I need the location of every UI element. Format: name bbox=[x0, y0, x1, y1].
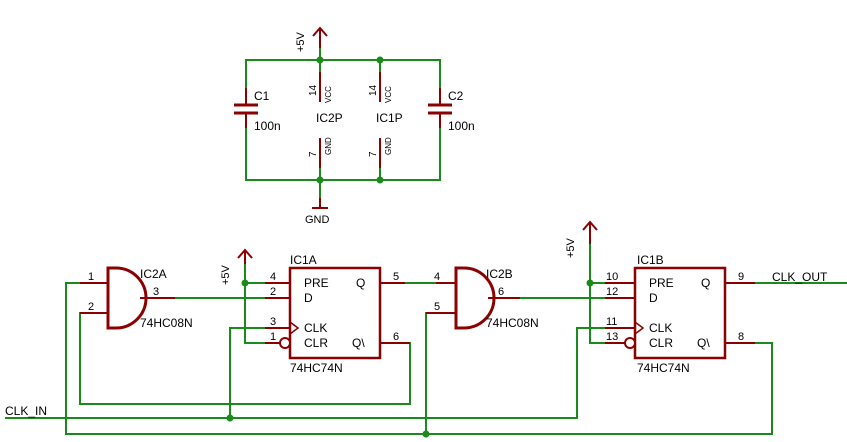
ic1a-clk-label: CLK bbox=[304, 321, 327, 335]
wires bbox=[5, 44, 847, 435]
junction-dot bbox=[241, 279, 249, 287]
ic1a-d-label: D bbox=[304, 291, 313, 305]
ic1p-vcc-name: VCC bbox=[384, 86, 393, 103]
ic2a-ref: IC2A bbox=[140, 267, 167, 281]
junction-dot bbox=[316, 56, 324, 64]
flip-flop-ic1a: IC1A 74HC74N PRE D CLK CLR Q Q\ 4 2 3 1 … bbox=[265, 253, 410, 375]
ic2p-power-part: 14 VCC IC2P 7 GND bbox=[308, 72, 343, 168]
ic1b-pin-qn: 8 bbox=[738, 331, 744, 343]
ic1p-gnd-name: GND bbox=[384, 137, 393, 155]
ic2b-pin-in2: 5 bbox=[434, 301, 440, 313]
ic1b-pre-label: PRE bbox=[649, 276, 674, 290]
clk-in-label: CLK_IN bbox=[5, 404, 47, 418]
ic1a-pin-qn: 6 bbox=[393, 331, 399, 343]
ic1a-clk-wire bbox=[229, 327, 265, 418]
ic2b-ref: IC2B bbox=[486, 267, 513, 281]
gnd-rail-wire bbox=[245, 128, 441, 181]
ic1p-gnd-pin: 7 bbox=[368, 151, 379, 157]
gnd-symbol: GND bbox=[305, 198, 330, 226]
junctions bbox=[226, 56, 594, 438]
vcc-symbol-top: +5V bbox=[295, 26, 328, 52]
ic1b-pin-clr: 13 bbox=[606, 331, 618, 343]
c2-value: 100n bbox=[448, 119, 475, 133]
ic1b-qn-label: Q\ bbox=[697, 336, 710, 350]
vcc-rail-wire bbox=[245, 59, 441, 88]
ic1p-ref: IC1P bbox=[376, 111, 403, 125]
ic1a-part: 74HC74N bbox=[290, 361, 343, 375]
ic1a-clr-wire bbox=[244, 283, 265, 344]
vcc-label: +5V bbox=[220, 264, 232, 285]
ic1b-pin-q: 9 bbox=[738, 271, 744, 283]
ic2p-gnd-name: GND bbox=[324, 137, 333, 155]
ic2p-vcc-name: VCC bbox=[324, 86, 333, 103]
junction-dot bbox=[316, 176, 324, 184]
junction-dot bbox=[226, 414, 234, 422]
clk-out-label: CLK_OUT bbox=[772, 270, 828, 284]
ic2a-pin-in1: 1 bbox=[88, 271, 94, 283]
ic1a-clr-label: CLR bbox=[304, 336, 328, 350]
ic1b-pin-d: 12 bbox=[606, 286, 618, 298]
ic2p-ref: IC2P bbox=[316, 111, 343, 125]
ic2b-part: 74HC08N bbox=[486, 316, 539, 330]
ic1a-pin-q: 5 bbox=[393, 271, 399, 283]
vcc-label: +5V bbox=[565, 237, 577, 258]
ic2a-pin-in2: 2 bbox=[88, 301, 94, 313]
vcc-label: +5V bbox=[295, 31, 307, 52]
ic1p-power-part: 14 VCC IC1P 7 GND bbox=[368, 72, 403, 168]
gnd-label: GND bbox=[305, 214, 330, 226]
ic2p-gnd-pin: 7 bbox=[308, 151, 319, 157]
ic1b-clr-label: CLR bbox=[649, 336, 673, 350]
ic2a-part: 74HC08N bbox=[140, 316, 193, 330]
ic1a-pre-wire bbox=[244, 262, 265, 284]
c2-ref: C2 bbox=[448, 89, 464, 103]
junction-dot bbox=[376, 56, 384, 64]
ic1b-pre-wire bbox=[589, 243, 605, 284]
ic2b-pin-out: 6 bbox=[498, 286, 504, 298]
ic2b-pin-in1: 4 bbox=[434, 271, 440, 283]
ic2b-in2-wire bbox=[425, 312, 436, 434]
c1-ref: C1 bbox=[254, 89, 270, 103]
junction-dot bbox=[586, 279, 594, 287]
ic1b-pin-clk: 11 bbox=[606, 316, 617, 328]
ic1a-pin-d: 2 bbox=[270, 286, 276, 298]
c1-value: 100n bbox=[254, 119, 281, 133]
ic1p-vcc-pin: 14 bbox=[368, 84, 379, 96]
ic2p-vcc-pin: 14 bbox=[308, 84, 319, 96]
ic1a-pre-label: PRE bbox=[304, 276, 329, 290]
junction-dot bbox=[422, 430, 430, 438]
capacitor-c2 bbox=[428, 88, 452, 128]
ic1b-clk-label: CLK bbox=[649, 321, 672, 335]
ic1a-qn-label: Q\ bbox=[352, 336, 365, 350]
ic1b-d-label: D bbox=[649, 291, 658, 305]
ic2a-pin-out: 3 bbox=[153, 286, 159, 298]
ic1b-clr-wire bbox=[589, 283, 605, 344]
capacitor-c1 bbox=[234, 88, 258, 128]
ic1b-ref: IC1B bbox=[637, 253, 664, 267]
ic1b-q-label: Q bbox=[701, 276, 710, 290]
ic1a-ref: IC1A bbox=[290, 253, 317, 267]
ic1a-pin-pre: 4 bbox=[270, 271, 276, 283]
vcc-symbol-ic1a: +5V bbox=[220, 248, 253, 285]
and-gate-ic2a: 1 2 3 IC2A 74HC08N bbox=[80, 266, 193, 330]
flip-flop-ic1b: IC1B 74HC74N PRE D CLK CLR Q Q\ 10 12 11… bbox=[605, 253, 755, 375]
junction-dot bbox=[376, 176, 384, 184]
and-gate-ic2b: 4 5 6 IC2B 74HC08N bbox=[426, 266, 539, 330]
ic1a-q-label: Q bbox=[356, 276, 365, 290]
ic1b-part: 74HC74N bbox=[637, 361, 690, 375]
ic1b-pin-pre: 10 bbox=[606, 271, 618, 283]
ic1b-qn-feedback bbox=[65, 282, 773, 435]
ic1a-pin-clr: 1 bbox=[270, 331, 276, 343]
vcc-symbol-ic1b: +5V bbox=[565, 220, 598, 258]
ic1a-pin-clk: 3 bbox=[270, 316, 276, 328]
